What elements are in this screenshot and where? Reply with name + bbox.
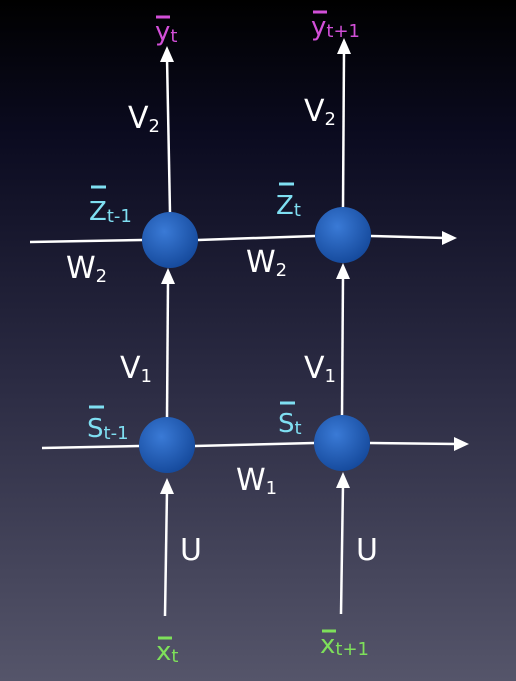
arrowhead-y-t1 <box>337 38 351 54</box>
arrowhead-w1-out <box>454 437 469 451</box>
label-y-t1: yt+1 <box>311 12 360 42</box>
edge-w1-in <box>41 444 140 450</box>
label-y-t: yt <box>155 17 177 47</box>
weight-v1-right: V1 <box>304 351 336 387</box>
label-s-t: St <box>278 409 302 439</box>
arrowhead-u-right <box>336 472 350 488</box>
arrowhead-y-t <box>160 46 174 62</box>
arrowhead-v1-left <box>161 268 175 284</box>
edge-w2-mid <box>197 234 316 242</box>
weight-v2-right: V2 <box>304 94 336 130</box>
edge-v2-left <box>165 57 172 214</box>
edge-w2-in <box>29 238 143 244</box>
edge-w1-out <box>369 441 458 446</box>
weight-w2-left: W2 <box>66 251 107 287</box>
label-x-t1: xt+1 <box>320 630 369 660</box>
weight-v2-left: V2 <box>128 101 160 137</box>
edge-v1-right <box>340 274 345 417</box>
label-x-t: xt <box>156 637 178 667</box>
edge-v2-right <box>341 49 346 209</box>
edge-w2-out <box>370 234 446 240</box>
label-z-t-1: Zt-1 <box>89 197 132 227</box>
weight-v1-left: V1 <box>120 351 152 387</box>
node-s-t-1 <box>139 417 195 473</box>
edge-w1-mid <box>194 441 315 448</box>
weight-w2-right: W2 <box>246 245 287 281</box>
label-s-t-1: St-1 <box>87 414 129 444</box>
arrowhead-u-left <box>160 478 174 494</box>
weight-w1: W1 <box>236 463 277 499</box>
node-z-t-1 <box>142 212 198 268</box>
arrowhead-v1-right <box>336 263 350 279</box>
edge-u-right <box>339 483 345 615</box>
node-z-t <box>315 207 371 263</box>
edge-u-left <box>163 489 169 617</box>
arrowhead-w2-out <box>442 231 457 245</box>
node-s-t <box>314 415 370 471</box>
label-z-t: Zt <box>276 191 301 221</box>
weight-u-right: U <box>356 533 378 568</box>
edge-v1-left <box>165 279 170 419</box>
weight-u-left: U <box>180 533 202 568</box>
